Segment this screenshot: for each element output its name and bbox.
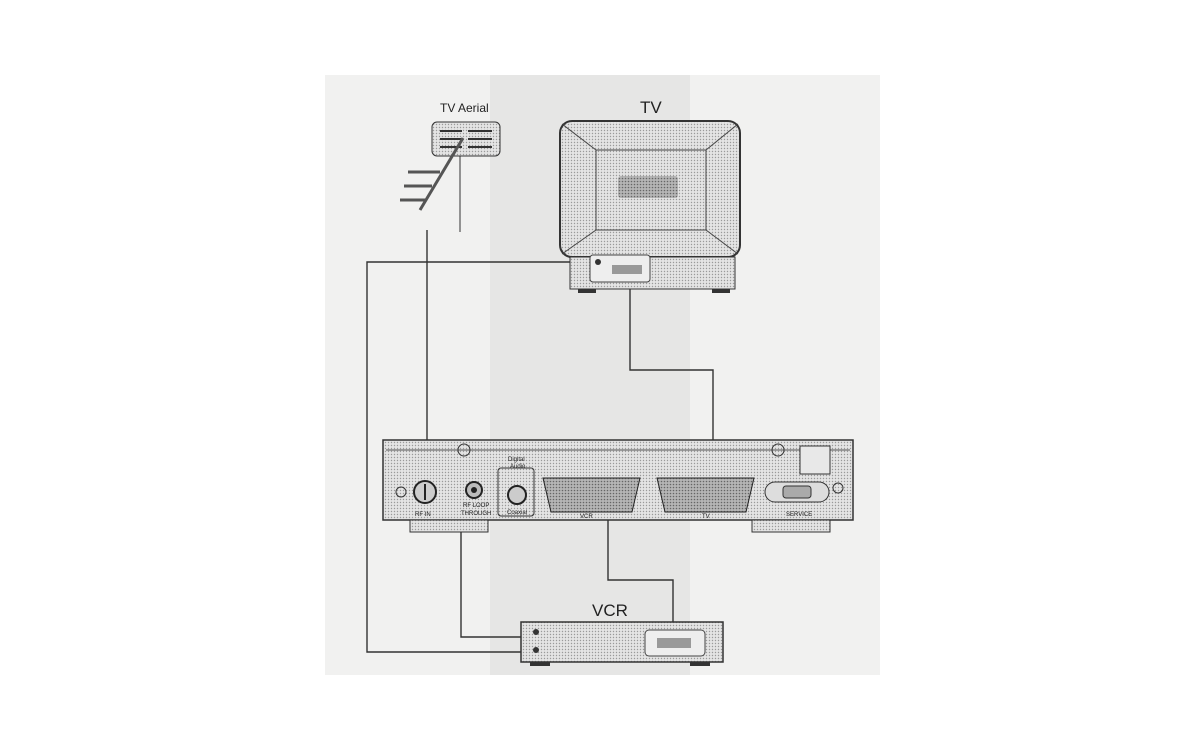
tv-scart-label: TV — [702, 514, 710, 520]
aerial-label: TV Aerial — [440, 101, 489, 115]
digital-audio-label: Digital — [508, 457, 525, 463]
vcr-scart-connector — [542, 477, 641, 513]
coaxial-label: Coaxial — [507, 510, 527, 516]
cables — [366, 230, 714, 653]
cable-loop-through-to-vcr — [460, 495, 532, 638]
vcr-label: VCR — [592, 601, 628, 620]
vcr — [520, 621, 724, 666]
vcr-rf-in — [533, 629, 539, 635]
service-label: SERVICE — [786, 512, 812, 518]
tv-scart-connector — [612, 265, 642, 274]
rf-loop-label: RF LOOP — [463, 503, 489, 509]
vcr-scart-label: VCR — [580, 514, 593, 520]
rf-through-label: THROUGH — [461, 511, 491, 517]
tv-label: TV — [640, 98, 662, 117]
tv — [559, 120, 741, 293]
power-socket — [799, 445, 831, 475]
cable-tv-scart — [629, 282, 714, 482]
digital-audio-label-2: Audio — [510, 464, 526, 470]
vcr-scart-connector — [657, 638, 691, 648]
tv-aerial — [400, 121, 501, 232]
tv-scart-connector — [656, 477, 755, 513]
vcr-rf-out — [533, 647, 539, 653]
coaxial-connector — [507, 485, 527, 505]
cable-vcr-to-tv-rf — [366, 261, 598, 653]
cable-vcr-scart — [607, 510, 674, 634]
rf-in-label: RF IN — [415, 512, 431, 518]
tv-rf-input — [595, 259, 601, 265]
receiver-back-panel — [382, 439, 854, 533]
